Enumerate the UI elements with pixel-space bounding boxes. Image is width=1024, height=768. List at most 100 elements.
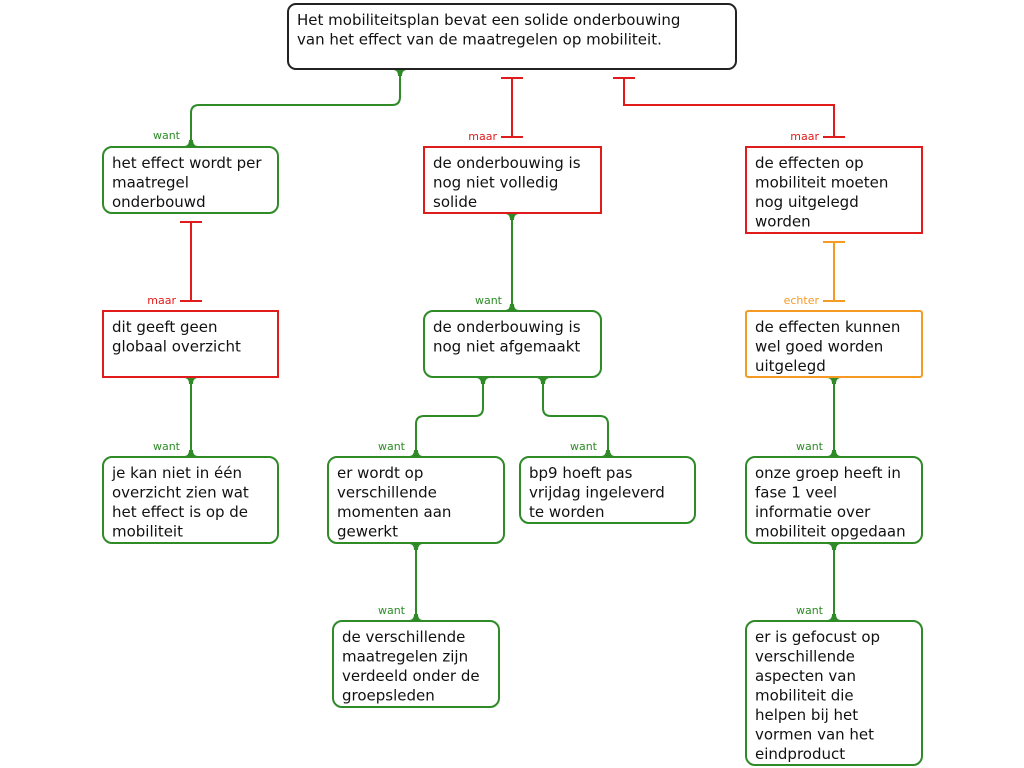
connector-n2-n5-start (505, 214, 519, 220)
node-n10-box-line: fase 1 veel (755, 484, 837, 502)
node-n9-box-border (519, 456, 696, 524)
node-n5-box-line: nog niet afgemaakt (433, 338, 580, 356)
node-n8-box-line: gewerkt (337, 523, 398, 541)
node-n10-box-line: onze groep heeft in (755, 464, 901, 482)
label-n8: want (378, 440, 406, 453)
node-n5-box[interactable]: de onderbouwing is nog niet afgemaakt (423, 310, 602, 378)
node-n6-box-line: uitgelegd (755, 357, 826, 375)
node-n3-box-line: de effecten op (755, 154, 864, 172)
node-n10-box-border (745, 456, 923, 544)
node-n12-box-border (745, 620, 923, 766)
connector-n5-n8-end (409, 450, 423, 456)
claim-box-line: van het effect van de maatregelen op mob… (297, 31, 662, 49)
label-n10: want (796, 440, 824, 453)
node-n1-box-line: het effect wordt per (112, 154, 262, 172)
node-n12-box-line: verschillende (755, 648, 855, 666)
node-n5-box-text: de onderbouwing is nog niet afgemaakt (433, 318, 581, 356)
node-n9-box-line: te worden (529, 503, 604, 521)
node-n1-box-border (102, 146, 279, 214)
connector-claim-n1-end (184, 140, 198, 146)
node-n6-box-line: wel goed worden (755, 338, 883, 356)
connector-n8-n11-start (409, 544, 423, 550)
connector-n5-n8 (415, 378, 484, 456)
node-n12-box-line: vormen van het (755, 726, 874, 744)
node-n1-box-line: maatregel (112, 174, 189, 192)
node-n4-box-line: dit geeft geen (112, 318, 217, 336)
node-n12-box-line: helpen bij het (755, 706, 858, 724)
node-n11-box-line: de verschillende (342, 628, 465, 646)
label-n1: want (153, 129, 181, 142)
node-n11-box-border (332, 620, 500, 708)
node-n7-box-line: je kan niet in één (111, 464, 242, 482)
node-n6-box-line: de effecten kunnen (755, 318, 900, 336)
connector-n4-n7-end (184, 450, 198, 456)
node-n3-box-line: mobiliteit moeten (755, 174, 888, 192)
label-n7: want (153, 440, 181, 453)
node-n5-box-border (423, 310, 602, 378)
node-n12-box-line: mobiliteit die (755, 687, 854, 705)
node-n3-box-line: worden (755, 213, 811, 231)
label-n4: maar (147, 294, 176, 307)
node-n8-box-line: er wordt op (337, 464, 423, 482)
node-n9-box-line: vrijdag ingeleverd (529, 484, 665, 502)
node-n3-box-border (745, 146, 923, 234)
connector-n5-n8-start (476, 378, 490, 384)
connector-claim-n1 (190, 70, 401, 146)
node-n10-box-line: informatie over (755, 503, 871, 521)
node-n2-box-line: nog niet volledig (433, 174, 558, 192)
node-n4-box-border (102, 310, 279, 378)
claim-box-line: Het mobiliteitsplan bevat een solide ond… (297, 11, 680, 29)
node-n8-box-line: momenten aan (337, 503, 451, 521)
claim-box-text: Het mobiliteitsplan bevat een solide ond… (297, 11, 680, 49)
connector-n6-n10-start (827, 378, 841, 384)
node-n1-box-line: onderbouwd (112, 193, 206, 211)
connector-n5-n9-end (601, 450, 615, 456)
node-n2-box-border (423, 146, 602, 214)
claim-box-border (287, 3, 737, 70)
connector-n5-n9-start (536, 378, 550, 384)
node-n5-box-line: de onderbouwing is (433, 318, 581, 336)
connector-n2-n5-end (505, 304, 519, 310)
node-n12-box-line: aspecten van (755, 667, 856, 685)
node-n3-box-line: nog uitgelegd (755, 193, 859, 211)
label-n5: want (475, 294, 503, 307)
node-n11-box-line: verdeeld onder de (342, 667, 480, 685)
node-n2-box-line: de onderbouwing is (433, 154, 581, 172)
node-n8-box-border (327, 456, 505, 544)
node-n12-box-line: eindproduct (755, 745, 845, 763)
node-n11-box-line: groepsleden (342, 687, 435, 705)
node-n2-box-line: solide (433, 193, 477, 211)
label-n3: maar (790, 130, 819, 143)
node-n12-box-line: er is gefocust op (755, 628, 880, 646)
connector-n4-n7-start (184, 378, 198, 384)
node-n11-box-line: maatregelen zijn (342, 648, 468, 666)
label-n12: want (796, 604, 824, 617)
node-n6-box-border (745, 310, 923, 378)
label-n9: want (570, 440, 598, 453)
connector-n8-n11-end (409, 614, 423, 620)
claim-box[interactable]: Het mobiliteitsplan bevat een solide ond… (287, 3, 737, 70)
label-n6: echter (784, 294, 820, 307)
